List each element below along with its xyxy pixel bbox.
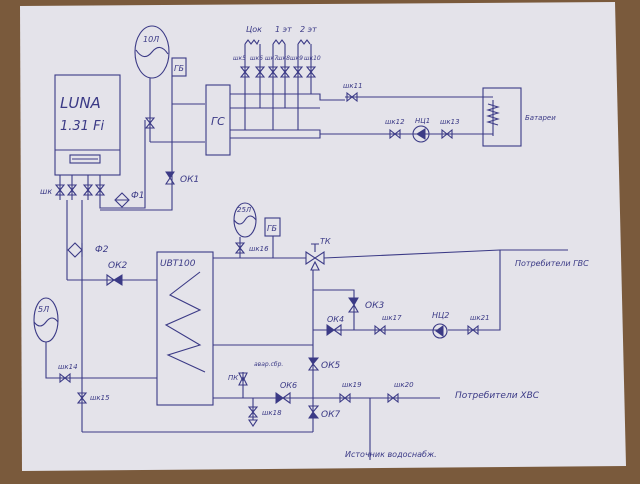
floor-circuits: Цок 1 эт 2 эт шк5 шк6 шк7 шк8 шк9 шк10	[233, 25, 321, 130]
diagram-label: ПК	[228, 374, 239, 382]
diagram-label: шк7	[265, 55, 278, 62]
diagram-label: шк19	[342, 381, 362, 389]
diagram-label: ГС	[211, 115, 225, 128]
ok1-label: ОК1	[180, 175, 199, 185]
manifold	[205, 84, 231, 156]
boiler-model: 1.31 Fi	[60, 119, 105, 134]
diagram-label: шк15	[90, 394, 110, 402]
diagram-label: ОК6	[280, 381, 297, 390]
diagram-label: шк6	[250, 55, 263, 62]
diagram-label: шк20	[394, 381, 414, 389]
filter-label: Ф1	[131, 191, 144, 201]
diagram-label: ОК4	[327, 315, 344, 324]
radiators	[482, 87, 522, 147]
diagram-label: НЦ1	[415, 117, 430, 125]
diagram-label: Ф2	[95, 245, 109, 255]
diagram-label: шк8	[277, 55, 290, 62]
diagram-label: 10Л	[143, 35, 159, 44]
diagram-label: шк5	[233, 55, 246, 62]
boiler: LUNA 1.31 Fi	[54, 74, 121, 176]
diagram-label: авар.сбр.	[254, 361, 283, 368]
diagram-label: шк18	[262, 409, 282, 417]
pump-2	[432, 323, 448, 339]
air-vent-top: ГБ	[174, 64, 184, 73]
diagram-label: шк13	[440, 118, 460, 126]
boiler-valves: шк Ф1	[40, 120, 146, 432]
water-source-label: Источник водоснабж.	[345, 450, 437, 459]
diagram-label: НЦ2	[432, 311, 449, 320]
diagram-label: ГБ	[267, 224, 277, 233]
diagram-label: ОК3	[365, 301, 384, 311]
diagram-label: шк10	[304, 55, 321, 62]
diagram-label: шк	[40, 187, 52, 196]
expansion-tank-25l: 25Л шк16	[233, 202, 269, 258]
diagram-label: шк9	[290, 55, 303, 62]
diagram-label: шк21	[470, 314, 490, 322]
diagram-label: шк17	[382, 314, 402, 322]
tk-label: ТК	[320, 237, 331, 246]
diagram-label: шк11	[343, 82, 363, 90]
diagram-label: шк12	[385, 118, 405, 126]
diagram-label: 5Л	[38, 305, 49, 314]
diagram-label: шк16	[249, 245, 269, 253]
diagram-label: ОК7	[321, 410, 340, 420]
diagram-label: 1 эт	[275, 25, 292, 34]
diagram-label: 25Л	[237, 206, 252, 214]
expansion-tank-10l: 10Л	[134, 25, 170, 142]
boiler-name: LUNA	[60, 94, 101, 112]
diagram-label: ОК2	[108, 261, 127, 271]
pump-1	[412, 125, 430, 143]
diagram-label: Цок	[246, 25, 262, 34]
hot-consumers-label: Потребители ГВС	[515, 259, 589, 268]
water-heater	[156, 251, 214, 406]
diagram-label: шк14	[58, 363, 78, 371]
cold-consumers-label: Потребители ХВС	[455, 391, 540, 401]
diagram-label: Батареи	[525, 114, 556, 122]
diagram-label: ОК5	[321, 361, 340, 371]
diagram-label: UBT100	[160, 259, 196, 269]
diagram-label: 2 эт	[300, 25, 317, 34]
expansion-tank-5l: 5Л	[33, 297, 157, 379]
